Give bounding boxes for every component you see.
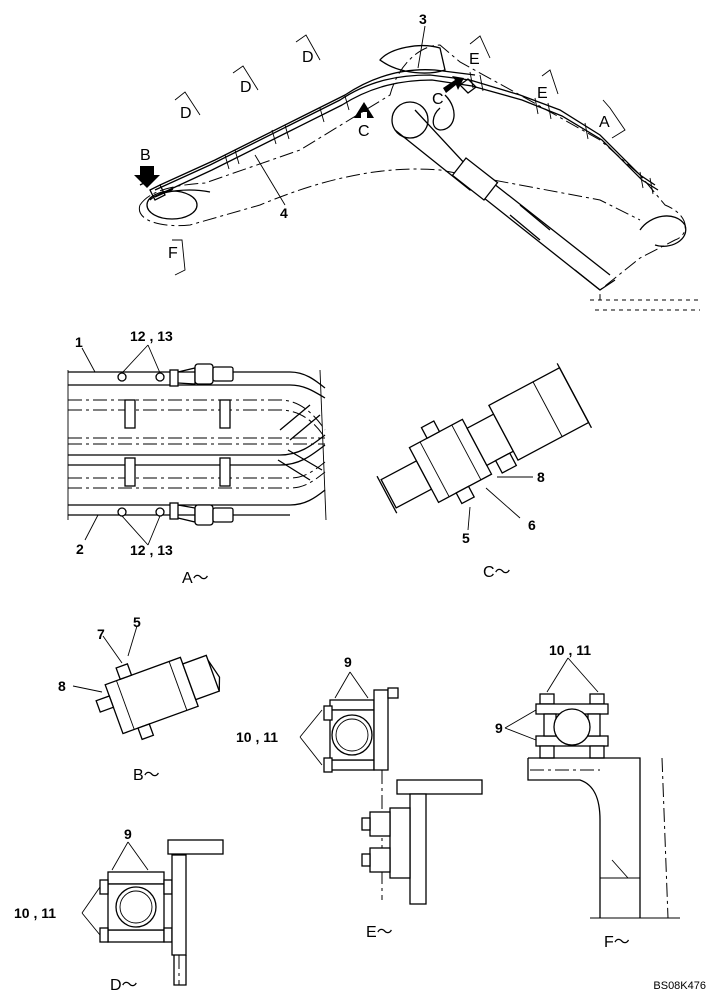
caption-view-f: F～ (604, 934, 630, 951)
marker-e-1: E (469, 51, 480, 68)
section-mark-d1 (174, 91, 201, 116)
callout-5-b: 5 (133, 614, 141, 630)
marker-c-2: C (432, 91, 444, 108)
section-mark-e1 (469, 35, 491, 59)
callout-12-13-top: 12 , 13 (130, 328, 173, 344)
caption-view-e: E～ (366, 924, 393, 941)
section-mark-d3 (295, 34, 321, 61)
callout-10-11-d: 10 , 11 (14, 905, 56, 921)
view-c-detail (376, 363, 593, 514)
callout-7: 7 (97, 626, 105, 642)
drawing-code: BS08K476 (653, 980, 706, 992)
callout-6: 6 (528, 517, 536, 533)
section-mark-f (172, 239, 186, 276)
view-arrow-b (134, 166, 160, 188)
marker-a: A (599, 114, 610, 131)
marker-d-3: D (302, 49, 314, 66)
callout-10-11-e: 10 , 11 (236, 729, 278, 745)
marker-e-2: E (537, 85, 548, 102)
view-a-detail (67, 344, 327, 546)
callout-9-e: 9 (344, 654, 352, 670)
section-mark-a (602, 99, 626, 139)
section-mark-e2 (541, 69, 559, 95)
marker-d-1: D (180, 105, 192, 122)
marker-d-2: D (240, 79, 252, 96)
section-mark-d2 (232, 65, 259, 91)
callout-2: 2 (76, 541, 84, 557)
callout-12-13-bottom: 12 , 13 (130, 542, 173, 558)
marker-f: F (168, 245, 178, 262)
view-arrow-c-left (354, 102, 374, 118)
view-arrow-c-right (443, 76, 464, 93)
view-e-detail (299, 671, 483, 905)
callout-9-d: 9 (124, 826, 132, 842)
caption-view-b: B～ (133, 767, 160, 784)
view-d-detail (81, 839, 224, 986)
marker-c-1: C (358, 123, 370, 140)
callout-1: 1 (75, 334, 83, 350)
callout-3: 3 (419, 11, 427, 27)
boom-overview (138, 25, 700, 311)
callout-8-c: 8 (537, 469, 545, 485)
callout-10-11-f: 10 , 11 (549, 642, 591, 658)
view-f-detail (504, 657, 680, 919)
caption-view-d: D～ (110, 977, 138, 994)
caption-view-a: A～ (182, 570, 209, 587)
callout-8-b: 8 (58, 678, 66, 694)
marker-b: B (140, 147, 151, 164)
callout-5-c: 5 (462, 530, 470, 546)
view-b-detail (95, 654, 221, 741)
caption-view-c: C～ (483, 564, 511, 581)
callout-9-f: 9 (495, 720, 503, 736)
callout-4: 4 (280, 205, 288, 221)
